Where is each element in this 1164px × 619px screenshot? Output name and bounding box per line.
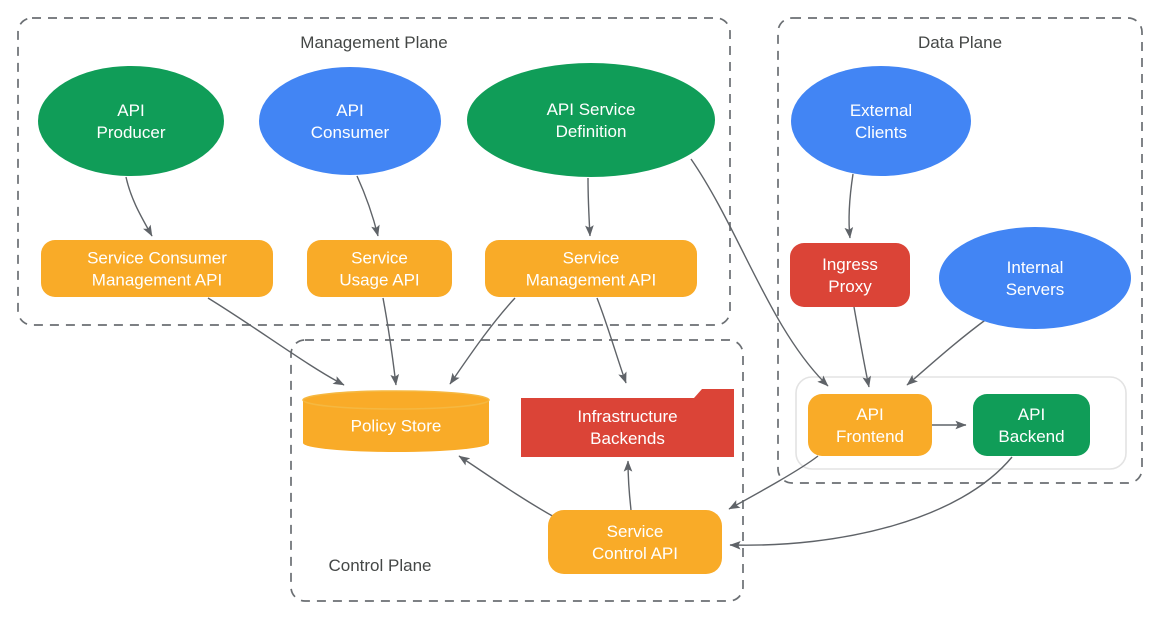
edge-internal-servers-to-api-frontend xyxy=(906,317,989,386)
external-clients-shape xyxy=(791,66,971,176)
edge-consumer-mgmt-to-policy-store xyxy=(207,297,345,386)
policy-store-label: Policy Store xyxy=(351,417,442,436)
edge-definition-to-api-frontend xyxy=(690,158,829,387)
control-plane-label: Control Plane xyxy=(328,556,431,575)
internal-servers-shape xyxy=(939,227,1131,329)
service-control-api-shape xyxy=(548,510,722,574)
edge-definition-to-service-mgmt xyxy=(585,177,594,237)
control-plane xyxy=(290,339,744,602)
edge-consumer-to-usage xyxy=(356,175,380,237)
edge-service-control-to-policy-store xyxy=(458,455,557,519)
api-frontend-shape xyxy=(808,394,932,456)
data-plane-label: Data Plane xyxy=(918,33,1002,52)
infrastructure-backends-shape xyxy=(521,389,734,457)
plane-boxes-layer xyxy=(17,17,1143,602)
edge-ingress-to-api-frontend xyxy=(853,306,871,388)
edge-service-control-to-infra xyxy=(623,460,633,511)
api-producer-shape xyxy=(38,66,224,176)
api-backend-shape xyxy=(973,394,1090,456)
management-plane xyxy=(17,17,731,326)
edge-usage-to-policy-store xyxy=(382,297,400,386)
edge-producer-to-consumer-mgmt xyxy=(125,176,153,237)
ingress-proxy-shape xyxy=(790,243,910,307)
service-consumer-management-api-shape xyxy=(41,240,273,297)
edge-service-mgmt-to-infra xyxy=(596,297,627,384)
node-policy-store[interactable]: Policy Store xyxy=(302,390,490,452)
edges-layer xyxy=(125,158,1013,550)
api-service-definition-shape xyxy=(467,63,715,177)
edge-service-mgmt-to-policy-store xyxy=(449,297,516,385)
edge-api-backend-to-service-control xyxy=(729,456,1013,550)
service-management-api-shape xyxy=(485,240,697,297)
policy-store-top-ellipse xyxy=(302,390,490,410)
edge-external-clients-to-ingress xyxy=(844,173,854,239)
api-consumer-shape xyxy=(259,67,441,175)
edge-api-frontend-to-service-control xyxy=(728,455,819,510)
service-usage-api-shape xyxy=(307,240,452,297)
management-plane-label: Management Plane xyxy=(300,33,447,52)
data-plane xyxy=(777,17,1143,484)
